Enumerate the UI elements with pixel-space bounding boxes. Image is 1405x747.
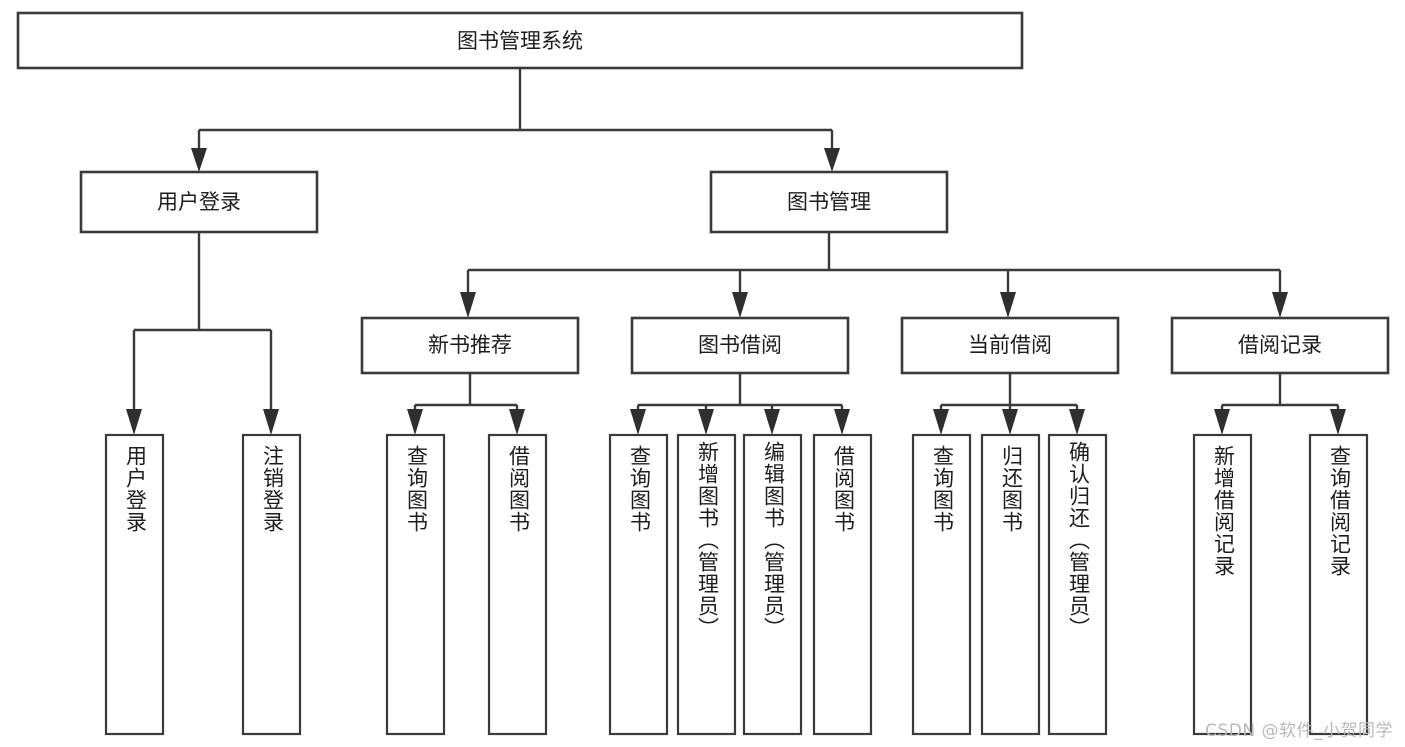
leaf-box-user-login[interactable] — [104, 433, 165, 736]
leaf-box-return-book[interactable] — [980, 433, 1041, 736]
node-borrow-records-box[interactable] — [1170, 316, 1390, 375]
leaf-box-query-borrow-record[interactable] — [1308, 433, 1369, 736]
connector-newbook-to-leaves — [407, 373, 525, 435]
connector-userlogin-to-leaves — [126, 232, 279, 435]
leaf-box-query-book-1[interactable] — [385, 433, 446, 736]
leaf-box-add-book-admin[interactable] — [676, 433, 737, 736]
connector-borrowrecord-to-leaves — [1214, 373, 1346, 435]
node-borrow-records-label: 借阅记录 — [1238, 333, 1322, 357]
node-user-login-box[interactable] — [79, 170, 319, 234]
node-book-borrow-label: 图书借阅 — [698, 333, 782, 357]
node-user-login-label: 用户登录 — [157, 190, 241, 214]
leaf-box-query-book-2[interactable] — [608, 433, 669, 736]
leaf-box-borrow-book-1[interactable] — [487, 433, 548, 736]
node-root-label: 图书管理系统 — [457, 29, 583, 53]
leaf-box-query-book-3[interactable] — [911, 433, 972, 736]
node-root-box[interactable] — [16, 11, 1024, 70]
node-current-borrow-label: 当前借阅 — [968, 333, 1052, 357]
leaf-box-add-borrow-record[interactable] — [1192, 433, 1253, 736]
node-book-management-label: 图书管理 — [787, 190, 871, 214]
connector-bookborrow-to-leaves — [630, 373, 850, 435]
leaf-box-borrow-book-2[interactable] — [812, 433, 873, 736]
node-new-book-recommend-box[interactable] — [360, 316, 580, 375]
leaf-box-confirm-return-admin[interactable] — [1047, 433, 1108, 736]
node-book-management-box[interactable] — [709, 170, 949, 234]
node-current-borrow-box[interactable] — [900, 316, 1120, 375]
connector-root-to-level2 — [191, 68, 840, 172]
node-new-book-recommend-label: 新书推荐 — [428, 333, 512, 357]
node-book-borrow-box[interactable] — [630, 316, 850, 375]
leaf-box-logout[interactable] — [241, 433, 302, 736]
watermark-text: CSDN @软件_小贺同学 — [1205, 721, 1393, 741]
leaf-box-edit-book-admin[interactable] — [742, 433, 803, 736]
connector-level2-to-level3 — [460, 232, 1288, 318]
connector-currentborrow-to-leaves — [933, 373, 1085, 435]
